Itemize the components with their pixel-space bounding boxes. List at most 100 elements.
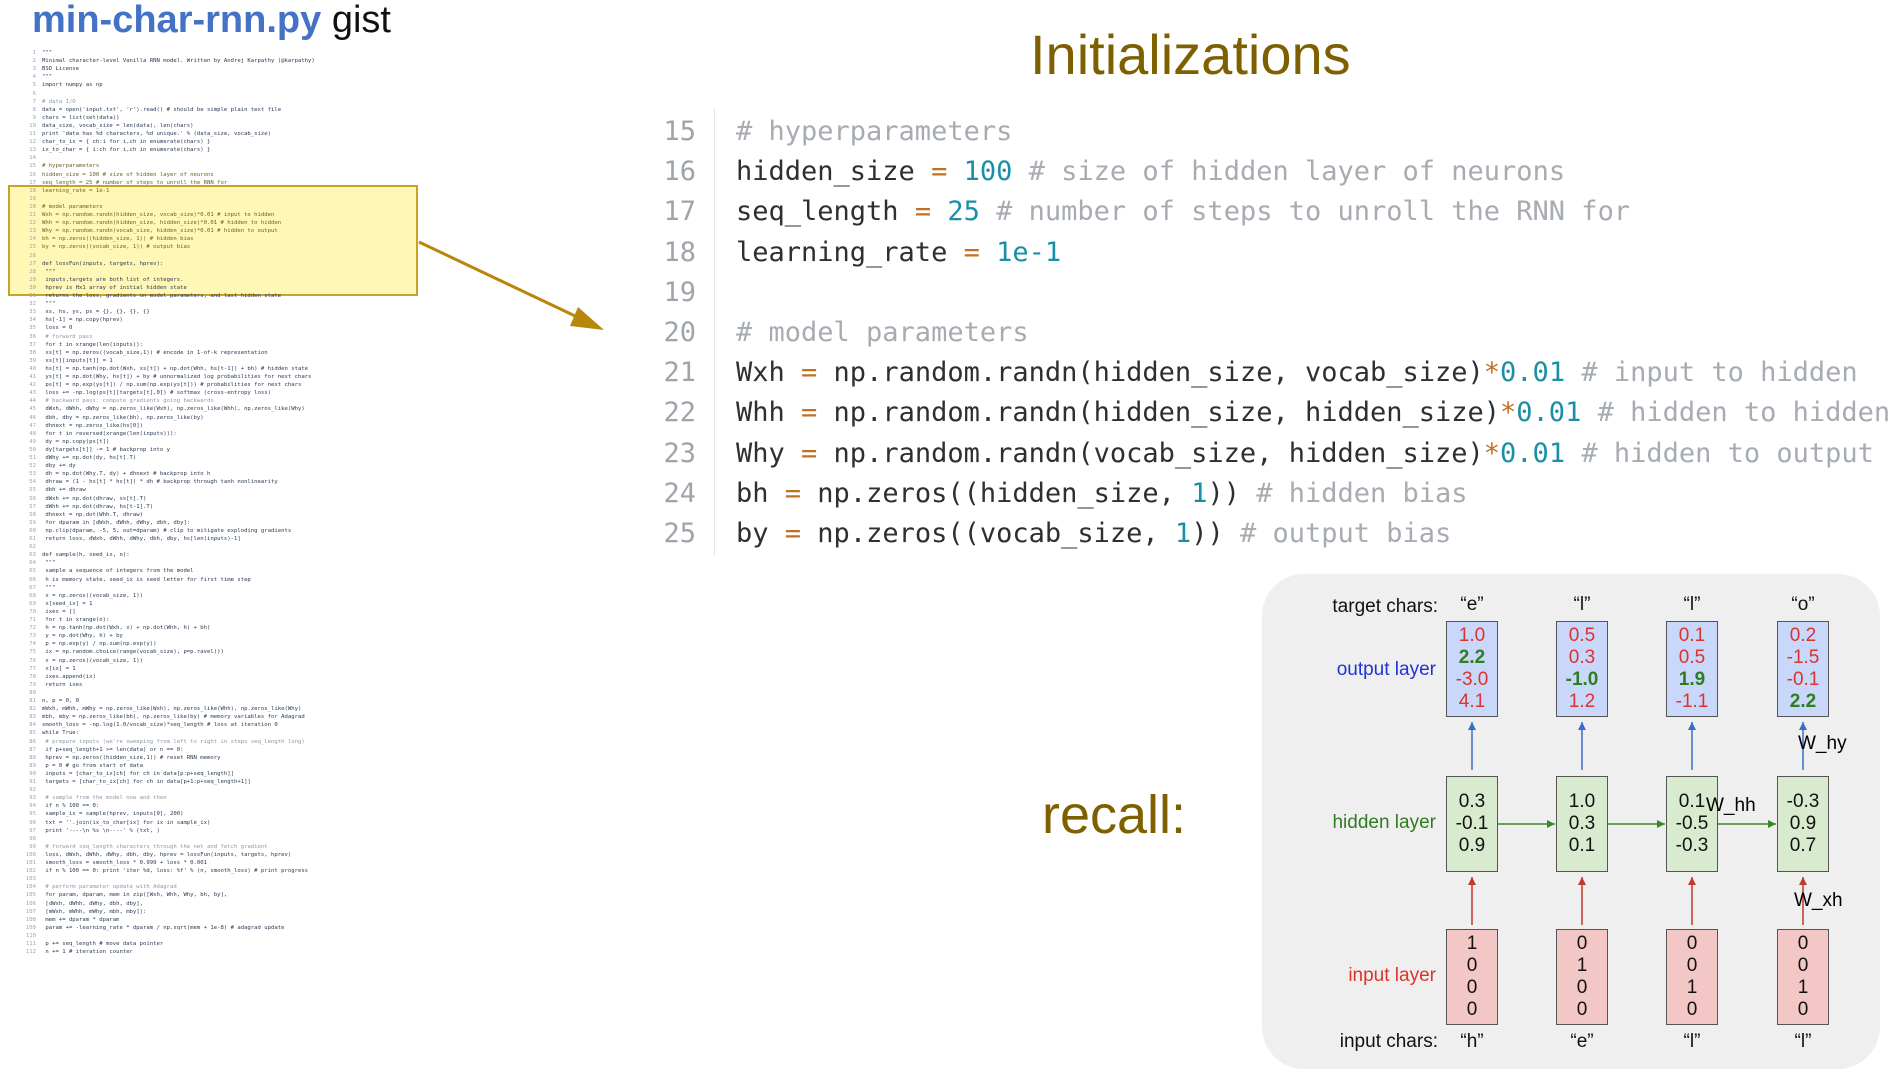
source-line: 37 for t in xrange(len(inputs)): xyxy=(24,342,143,348)
code-token: * xyxy=(1483,437,1501,469)
cell-value: 0 xyxy=(1797,999,1809,1020)
source-line-text: ys[t] = np.dot(Why, hs[t]) + by # unnorm… xyxy=(42,374,312,380)
source-line-text: Why = np.random.randn(vocab_size, hidden… xyxy=(42,228,278,235)
source-line-number: 102 xyxy=(25,868,36,875)
source-line-text: seq_length = 25 # number of steps to unr… xyxy=(42,179,228,186)
source-line-number: 21 xyxy=(29,212,36,218)
cell-value: 0.1 xyxy=(1678,625,1706,646)
code-token: = xyxy=(784,477,802,509)
source-line-text: mWxh, mWhh, mWhy = np.zeros_like(Wxh), n… xyxy=(42,706,302,713)
source-line-number: 76 xyxy=(29,657,36,664)
source-line: 68 x = np.zeros((vocab_size, 1)) xyxy=(24,593,143,599)
source-line-text: char_to_ix = { ch:i for i,ch in enumerat… xyxy=(42,139,211,146)
source-line: 78 ixes.append(ix) xyxy=(24,674,96,680)
source-line-text: np.clip(dparam, -5, 5, out=dparam) # cli… xyxy=(42,527,292,534)
source-line-text: dby += dy xyxy=(42,463,76,470)
source-line: 57 dWhh += np.dot(dhraw, hs[t-1].T) xyxy=(24,504,153,510)
code-line-19: 19 xyxy=(640,273,736,313)
cell-value: 1.2 xyxy=(1568,691,1596,712)
code-token: np.random.randn(vocab_size, hidden_size) xyxy=(817,437,1484,469)
cell-value: 0 xyxy=(1576,977,1588,998)
source-line-text: smooth_loss = smooth_loss * 0.999 + loss… xyxy=(42,860,208,866)
code-token: # number of steps to unroll the RNN for xyxy=(979,196,1631,228)
hidden-to-output-arrow-head xyxy=(1688,722,1696,730)
source-line-number: 75 xyxy=(29,649,36,656)
source-line: 39 xs[t][inputs[t]] = 1 xyxy=(24,358,112,364)
input-char: “h” xyxy=(1460,1031,1484,1052)
source-line-text: # data I/O xyxy=(42,98,76,105)
input-to-hidden-arrow-head xyxy=(1578,877,1586,885)
code-token: 1 xyxy=(1174,518,1192,549)
hidden-to-output-arrow-head xyxy=(1799,722,1807,730)
source-line: 42 ps[t] = np.exp(ys[t]) / np.sum(np.exp… xyxy=(24,382,301,388)
source-line-text: smooth_loss = -np.log(1.0/vocab_size)*se… xyxy=(42,722,278,729)
source-line-number: 31 xyxy=(29,293,36,299)
source-line: 93 # sample from the model now and then xyxy=(24,795,166,802)
source-line: 43 loss += -np.log(ps[t][targets[t],0]) … xyxy=(24,390,271,396)
source-line-number: 65 xyxy=(29,568,36,575)
input-char: “l” xyxy=(1683,1031,1701,1052)
source-line-text: dWhy += np.dot(dy, hs[t].T) xyxy=(42,455,137,461)
source-line-number: 43 xyxy=(29,390,36,397)
source-line: 76 x = np.zeros((vocab_size, 1)) xyxy=(24,658,143,664)
source-line-number: 2 xyxy=(32,58,36,65)
source-line-text: for t in xrange(n): xyxy=(42,617,110,623)
input-char: “e” xyxy=(1570,1031,1594,1052)
source-line-number: 71 xyxy=(29,617,36,623)
source-line-number: 90 xyxy=(29,770,36,777)
source-line-number: 93 xyxy=(29,795,36,802)
source-line-text: mem += dparam * dparam xyxy=(42,916,120,923)
input-char: “l” xyxy=(1794,1031,1812,1052)
target-char: “e” xyxy=(1460,594,1484,615)
cell-value: 0.3 xyxy=(1568,813,1596,834)
source-line: 62 xyxy=(24,544,42,550)
cell-value: 0 xyxy=(1576,933,1588,954)
source-line-number: 110 xyxy=(25,932,36,939)
code-token: 1 xyxy=(1191,477,1208,509)
code-token: bh xyxy=(736,477,785,509)
source-line-text: h is memory state, seed_ix is seed lette… xyxy=(42,576,251,583)
source-line-text: chars = list(set(data)) xyxy=(42,114,120,121)
source-line-number: 28 xyxy=(29,268,36,275)
source-line-text: p = 0 # go from start of data xyxy=(42,762,144,769)
source-line-number: 59 xyxy=(29,519,36,526)
code-token: # model parameters xyxy=(736,317,1029,348)
source-line: 95 sample_ix = sample(hprev, inputs[0], … xyxy=(24,811,183,817)
source-line-text: dhnext = np.dot(Whh.T, dhraw) xyxy=(42,511,144,518)
code-token: 1e-1 xyxy=(996,236,1062,268)
cell-value: -0.5 xyxy=(1675,813,1709,834)
source-line-number: 17 xyxy=(29,179,36,186)
source-line-text: xs, hs, ys, ps = {}, {}, {}, {} xyxy=(42,309,150,316)
line-number: 21 xyxy=(663,357,696,389)
code-token: 25 xyxy=(947,196,980,228)
source-line: 86 # prepare inputs (we're sweeping from… xyxy=(24,739,304,745)
source-line-number: 42 xyxy=(29,382,36,389)
code-line-15: 15# hyperparameters xyxy=(640,112,1012,152)
source-line-number: 64 xyxy=(29,560,36,567)
source-line-number: 67 xyxy=(29,584,36,591)
code-token: = xyxy=(914,196,932,228)
source-line: 53 dh = np.dot(Why.T, dy) + dhnext # bac… xyxy=(24,471,210,477)
source-line: 100 loss, dWxh, dWhh, dWhy, dbh, dby, hp… xyxy=(24,852,291,858)
source-line-text: learning_rate = 1e-1 xyxy=(42,187,110,194)
source-line-text: txt = ''.join(ix_to_char[ix] for ix in s… xyxy=(42,819,211,826)
code-token: # hidden to hidden xyxy=(1581,397,1888,429)
code-token xyxy=(947,156,963,187)
source-line-number: 60 xyxy=(29,527,36,534)
source-line-text: dhraw = (1 - hs[t] * hs[t]) * dh # backp… xyxy=(42,479,278,486)
source-line-number: 51 xyxy=(29,455,36,461)
